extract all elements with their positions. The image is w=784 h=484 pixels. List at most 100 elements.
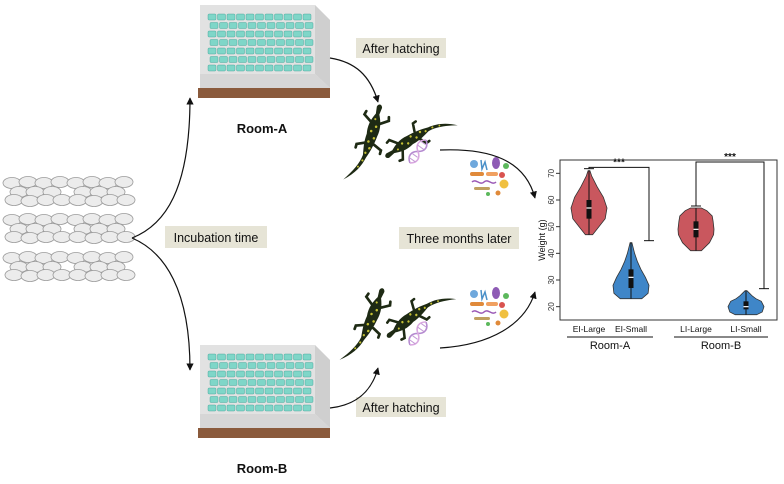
incubator-cell	[257, 56, 266, 63]
incubator-cell	[274, 370, 283, 378]
incubator-cell	[245, 64, 255, 72]
incubator-cell	[295, 396, 304, 403]
incubation-label: Incubation time	[174, 231, 259, 245]
incubator-cell	[283, 387, 293, 395]
incubator-cell	[293, 30, 302, 38]
incubator-cell	[264, 353, 274, 361]
incubator-cell	[209, 56, 219, 63]
incubator-cell	[304, 396, 314, 403]
arrow-b-to-chart	[439, 291, 537, 349]
egg-cluster-2	[66, 176, 136, 207]
gecko-a-1	[341, 99, 394, 189]
incubator-cell	[295, 39, 304, 46]
incubator-cell	[257, 22, 266, 29]
incubator-cell	[302, 353, 312, 361]
room-b-label: Room-B	[237, 461, 288, 476]
incubator-cell	[245, 387, 255, 395]
y-tick-label: 60	[547, 195, 556, 204]
incubator-cell	[226, 370, 236, 378]
incubator-cell	[285, 379, 295, 386]
incubator-cell	[207, 30, 217, 38]
incubator-cell	[207, 387, 217, 395]
incubator-cell	[238, 362, 247, 369]
incubator-cell	[295, 362, 304, 369]
incubator-cell	[209, 362, 219, 369]
incubator-cell	[207, 47, 217, 55]
incubator-cell	[283, 30, 293, 38]
hatch-a-label: After hatching	[362, 42, 439, 56]
incubator-cell	[295, 22, 304, 29]
incubator-cell	[283, 64, 293, 72]
incubator-cell	[293, 64, 302, 72]
incubator-cell	[293, 13, 302, 21]
hatch-b-label-bg	[356, 397, 446, 417]
incubator-cell	[219, 379, 228, 386]
y-tick-label: 30	[547, 275, 556, 284]
incubator-cell	[217, 30, 226, 38]
incubator-cell	[302, 404, 312, 412]
incubator-cell	[293, 387, 302, 395]
incubator-cell	[219, 39, 228, 46]
incubator-cell	[226, 404, 236, 412]
incubator-cell	[257, 396, 266, 403]
incubator-cell	[293, 404, 302, 412]
incubator-cell	[285, 22, 295, 29]
incubator-cell	[257, 379, 266, 386]
incubator-cell	[257, 39, 266, 46]
incubator-cell	[207, 404, 217, 412]
incubator-cell	[228, 396, 238, 403]
incubator-cell	[257, 362, 266, 369]
incubator-cell	[217, 387, 226, 395]
y-tick-label: 50	[547, 222, 556, 231]
incubator-cell	[226, 353, 236, 361]
incubator-cell	[247, 396, 257, 403]
incubator-cell	[293, 353, 302, 361]
incubator-cell	[302, 387, 312, 395]
incubator-cell	[274, 13, 283, 21]
incubator-cell	[255, 47, 264, 55]
incubator-cell	[285, 362, 295, 369]
incubator-cell	[255, 370, 264, 378]
incubator-cell	[293, 47, 302, 55]
incubator-cell	[266, 362, 276, 369]
incubator-cell	[207, 64, 217, 72]
incubator-cell	[264, 387, 274, 395]
incubator-cell	[283, 404, 293, 412]
x-tick-label: EI-Small	[615, 324, 647, 334]
significance-bracket	[695, 161, 765, 289]
incubator-cell	[264, 64, 274, 72]
incubator-cell	[276, 396, 285, 403]
microbes-a-icon	[469, 156, 510, 197]
incubator-cell	[238, 22, 247, 29]
microbes-b-icon	[469, 286, 510, 327]
incubator-cell	[264, 370, 274, 378]
incubation-label-bg	[165, 226, 267, 248]
incubator-cell	[302, 370, 312, 378]
egg-cluster-5	[2, 251, 72, 282]
incubator-cell	[245, 404, 255, 412]
incubator-cell	[264, 47, 274, 55]
incubator-cell	[209, 379, 219, 386]
incubator-cell	[217, 13, 226, 21]
incubator-cell	[302, 47, 312, 55]
incubator-cell	[266, 379, 276, 386]
arrow-to-room-b	[131, 237, 194, 371]
incubator-cell	[226, 387, 236, 395]
arrow-room-b-to-geckos	[329, 367, 380, 409]
incubator-cell	[276, 39, 285, 46]
egg-cluster-4	[66, 213, 136, 244]
incubator-cell	[266, 396, 276, 403]
incubator-cell	[228, 56, 238, 63]
egg-cluster-6	[66, 251, 136, 282]
room-a-illustration	[198, 5, 330, 98]
hatch-b-label: After hatching	[362, 401, 439, 415]
incubator-cell	[245, 13, 255, 21]
incubator-cell	[209, 22, 219, 29]
group-label: Room-B	[701, 340, 741, 352]
incubator-cell	[293, 370, 302, 378]
incubator-cell	[236, 13, 245, 21]
egg-clusters	[2, 176, 136, 282]
